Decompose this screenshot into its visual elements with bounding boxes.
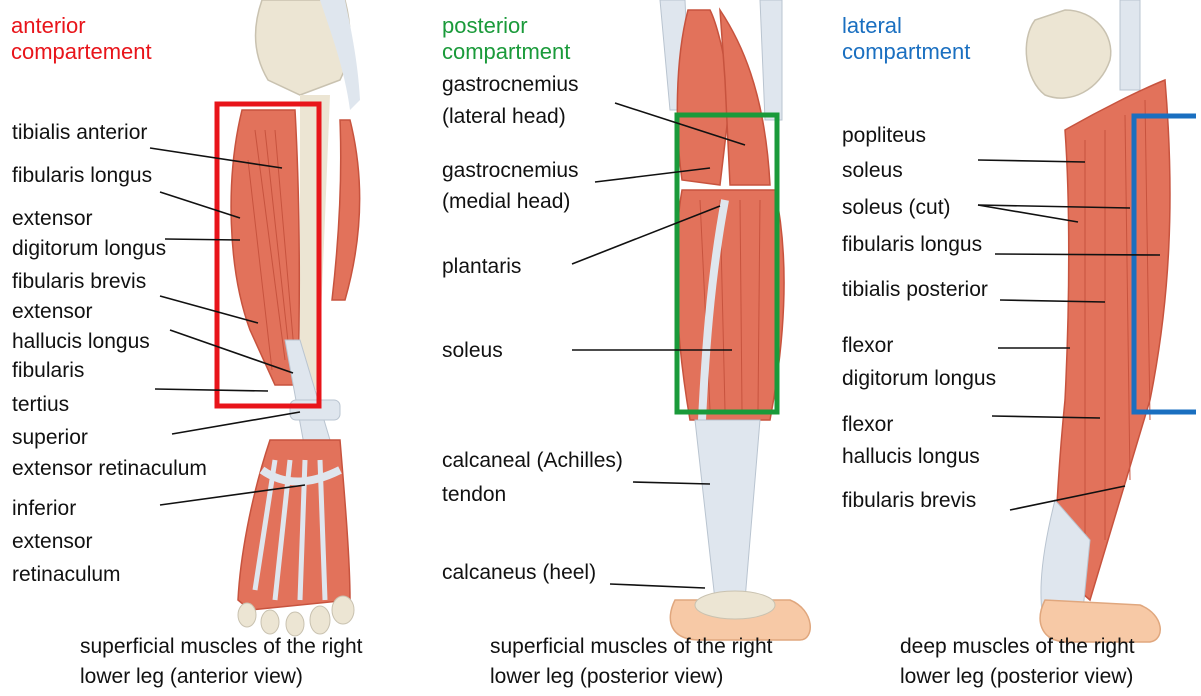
anterior-panel: anterior compartement tibialis anterior … [0, 0, 420, 696]
posterior-caption-line1: superficial muscles of the right [490, 634, 772, 659]
label-tendon: tendon [442, 482, 506, 507]
label-medial-head: (medial head) [442, 189, 570, 214]
anterior-title: anterior compartement [11, 13, 152, 65]
lateral-title-line2: compartment [842, 39, 970, 65]
label-gastrocnemius-medial: gastrocnemius [442, 158, 579, 183]
lateral-caption-line1: deep muscles of the right [900, 634, 1135, 659]
anterior-caption-line2: lower leg (anterior view) [80, 664, 303, 689]
anterior-title-line1: anterior [11, 13, 152, 39]
label-soleus-lat: soleus [842, 158, 903, 183]
label-calcaneus: calcaneus (heel) [442, 560, 596, 585]
posterior-title-line2: compartment [442, 39, 570, 65]
label-soleus: soleus [442, 338, 503, 363]
anterior-caption-line1: superficial muscles of the right [80, 634, 362, 659]
label-retinaculum: retinaculum [12, 562, 121, 587]
label-plantaris: plantaris [442, 254, 521, 279]
anterior-title-line2: compartement [11, 39, 152, 65]
label-fibularis-longus: fibularis longus [12, 163, 152, 188]
label-hallucis-longus: hallucis longus [12, 329, 150, 354]
label-inferior: inferior [12, 496, 76, 521]
posterior-title: posterior compartment [442, 13, 570, 65]
label-hallucis-longus-lat: hallucis longus [842, 444, 980, 469]
label-fibularis: fibularis [12, 358, 84, 383]
lateral-caption-line2: lower leg (posterior view) [900, 664, 1133, 689]
label-digitorum-longus: digitorum longus [12, 236, 166, 261]
label-soleus-cut: soleus (cut) [842, 195, 951, 220]
label-flexor-2: flexor [842, 412, 893, 437]
label-tibialis-posterior: tibialis posterior [842, 277, 988, 302]
label-extensor-2: extensor [12, 299, 93, 324]
label-tertius: tertius [12, 392, 69, 417]
label-digitorum-longus-lat: digitorum longus [842, 366, 996, 391]
lateral-title-line1: lateral [842, 13, 970, 39]
label-superior: superior [12, 425, 88, 450]
label-flexor: flexor [842, 333, 893, 358]
label-fibularis-longus-lat: fibularis longus [842, 232, 982, 257]
posterior-caption-line2: lower leg (posterior view) [490, 664, 723, 689]
label-extensor-retinaculum: extensor retinaculum [12, 456, 207, 481]
label-tibialis-anterior: tibialis anterior [12, 120, 147, 145]
label-extensor: extensor [12, 206, 93, 231]
label-calcaneal: calcaneal (Achilles) [442, 448, 623, 473]
posterior-title-line1: posterior [442, 13, 570, 39]
label-lateral-head: (lateral head) [442, 104, 566, 129]
label-popliteus: popliteus [842, 123, 926, 148]
lateral-title: lateral compartment [842, 13, 970, 65]
label-gastrocnemius-lateral: gastrocnemius [442, 72, 579, 97]
label-extensor-3: extensor [12, 529, 93, 554]
posterior-panel: posterior compartment gastrocnemius (lat… [420, 0, 820, 696]
label-fibularis-brevis: fibularis brevis [12, 269, 146, 294]
lateral-panel: lateral compartment popliteus soleus sol… [820, 0, 1201, 696]
label-fibularis-brevis-lat: fibularis brevis [842, 488, 976, 513]
